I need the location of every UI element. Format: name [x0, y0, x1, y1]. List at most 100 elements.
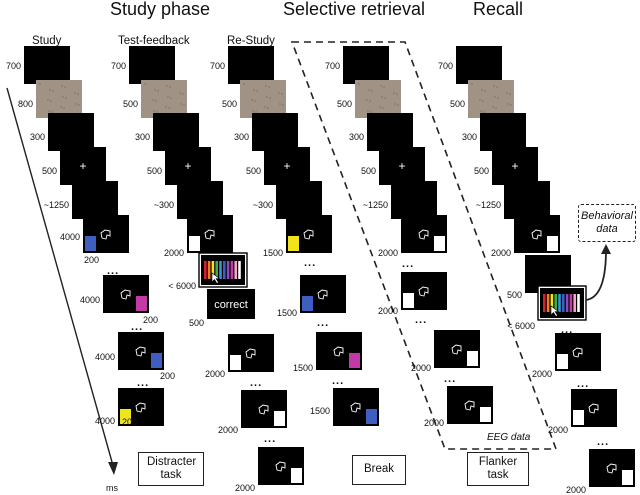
color-patch — [622, 470, 633, 485]
item-screen — [118, 332, 164, 370]
timing-label: 700 — [437, 61, 453, 71]
fixation-screen — [264, 147, 310, 185]
mask-noise — [152, 99, 154, 101]
timing-label: 2000 — [547, 425, 568, 435]
blank-screen — [276, 181, 322, 219]
item-screen — [447, 386, 493, 424]
mask-noise — [243, 83, 245, 85]
mask-noise — [256, 90, 258, 92]
mask-noise — [182, 93, 184, 95]
color-wheel-stripe — [550, 294, 554, 312]
timing-label: 500 — [245, 166, 261, 176]
color-patch — [467, 351, 478, 366]
mask-screen — [355, 80, 401, 118]
timing-label: 200 — [160, 371, 176, 381]
object-icon — [258, 404, 269, 415]
timing-label: 300 — [134, 132, 150, 142]
fixation-screen — [60, 147, 106, 185]
timing-label: ~1250 — [362, 200, 388, 210]
mask-noise — [380, 85, 382, 87]
timing-label: < 6000 — [168, 281, 196, 291]
ellipsis: ... — [250, 377, 263, 389]
mask-noise — [64, 86, 66, 88]
object-icon — [135, 402, 146, 413]
timing-label: 1500 — [262, 248, 283, 258]
mask-noise — [383, 86, 385, 88]
color-patch — [557, 354, 568, 369]
mask-noise — [269, 97, 271, 99]
mask-noise — [495, 107, 497, 109]
mask-noise — [479, 99, 481, 101]
ellipsis: ... — [317, 317, 330, 329]
ellipsis: ... — [561, 324, 574, 336]
color-patch — [274, 411, 285, 426]
study-phase-title: Study phase — [110, 0, 211, 19]
object-icon — [245, 348, 256, 359]
mask-screen — [240, 80, 286, 118]
test-feedback-column-title: Test-feedback — [118, 35, 190, 47]
timing-label: 4000 — [59, 232, 80, 242]
mask-noise — [370, 111, 372, 113]
mask-noise — [371, 90, 373, 92]
timing-label: 4000 — [79, 295, 100, 305]
timing-label: 300 — [29, 132, 45, 142]
mask-noise — [396, 93, 398, 95]
mask-noise — [280, 114, 282, 116]
timing-label: 500 — [122, 99, 138, 109]
blank-screen — [24, 46, 70, 84]
color-patch — [434, 236, 445, 251]
object-icon — [204, 229, 215, 240]
recall-title: Recall — [473, 0, 524, 19]
timing-label: 1500 — [309, 406, 330, 416]
timing-label: ~300 — [252, 200, 273, 210]
object-icon — [135, 346, 146, 357]
timing-label: ~300 — [153, 200, 174, 210]
ellipsis: ... — [131, 321, 144, 333]
fixation-cross: + — [283, 159, 290, 173]
mask-noise — [60, 106, 62, 108]
ellipsis: ... — [107, 265, 120, 277]
mask-noise — [50, 100, 52, 102]
color-patch — [547, 236, 558, 251]
timing-label: 2000 — [423, 418, 444, 428]
mask-noise — [507, 103, 509, 105]
color-patch — [366, 409, 377, 424]
mask-noise — [367, 110, 369, 112]
object-icon — [275, 461, 286, 472]
break-box: Break — [352, 455, 406, 485]
behavioral-data-label: Behavioral data — [581, 210, 633, 235]
mask-noise — [369, 100, 371, 102]
mask-noise — [252, 110, 254, 112]
mask-noise — [167, 96, 169, 98]
fixation-screen — [492, 147, 538, 185]
mask-noise — [39, 83, 41, 85]
mask-noise — [156, 111, 158, 113]
ellipsis: ... — [597, 436, 610, 448]
item-screen — [434, 330, 480, 368]
mask-noise — [397, 104, 399, 106]
blank-screen — [72, 181, 118, 219]
mask-noise — [395, 114, 397, 116]
mask-noise — [481, 89, 483, 91]
mask-noise — [497, 97, 499, 99]
timing-label: 300 — [461, 132, 477, 142]
mask-screen — [141, 80, 187, 118]
object-icon — [531, 229, 542, 240]
mask-noise — [157, 90, 159, 92]
mask-noise — [168, 107, 170, 109]
color-wheel-stripe — [219, 261, 222, 279]
ellipsis: ... — [577, 378, 590, 390]
object-icon — [588, 403, 599, 414]
blank-screen — [252, 113, 298, 151]
blank-screen — [153, 113, 199, 151]
item-screen — [103, 275, 149, 313]
mask-noise — [155, 100, 157, 102]
mask-noise — [253, 89, 255, 91]
color-wheel-stripe — [238, 261, 241, 279]
color-patch — [136, 296, 147, 311]
color-choice-screen — [540, 288, 584, 318]
ellipsis: ... — [264, 433, 277, 445]
mask-noise — [49, 89, 51, 91]
mask-noise — [384, 97, 386, 99]
object-icon — [451, 344, 462, 355]
